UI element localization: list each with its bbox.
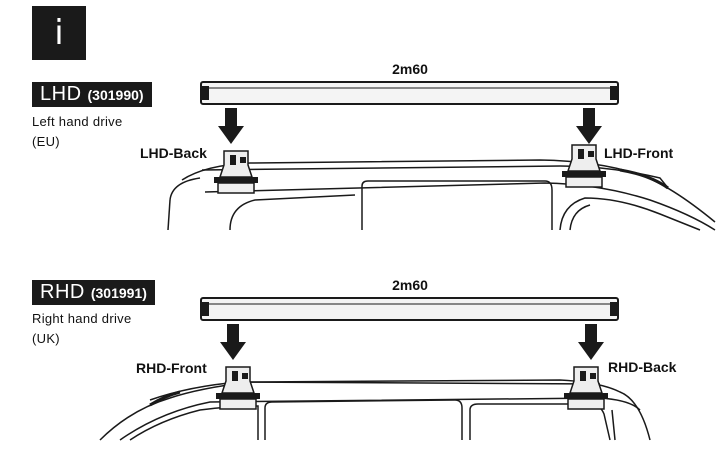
rhd-back-arrow-icon bbox=[578, 324, 604, 360]
lhd-front-arrow-icon bbox=[576, 108, 602, 144]
lhd-back-arrow-icon bbox=[218, 108, 244, 144]
lhd-roof-bar bbox=[200, 81, 619, 105]
rhd-tag: RHD (301991) bbox=[32, 280, 155, 305]
rhd-description: Right hand drive (UK) bbox=[32, 309, 131, 349]
rhd-part-number: (301991) bbox=[90, 284, 147, 301]
lhd-description: Left hand drive (EU) bbox=[32, 112, 123, 152]
rhd-back-foot bbox=[563, 366, 609, 410]
lhd-tag: LHD (301990) bbox=[32, 82, 152, 107]
rhd-front-label: RHD-Front bbox=[136, 360, 207, 376]
lhd-code: LHD bbox=[40, 83, 82, 105]
lhd-front-label: LHD-Front bbox=[604, 145, 674, 161]
rhd-bar-length: 2m60 bbox=[392, 277, 428, 293]
rhd-description-line2: (UK) bbox=[32, 331, 60, 346]
rhd-roof-bar bbox=[200, 297, 619, 321]
lhd-description-line1: Left hand drive bbox=[32, 114, 123, 129]
rhd-van-outline bbox=[99, 379, 651, 441]
rhd-front-arrow-icon bbox=[220, 324, 246, 360]
rhd-back-label: RHD-Back bbox=[608, 359, 677, 375]
info-icon: i bbox=[32, 6, 86, 60]
lhd-description-line2: (EU) bbox=[32, 134, 60, 149]
rhd-code: RHD bbox=[40, 281, 85, 303]
lhd-back-foot bbox=[213, 150, 259, 194]
lhd-part-number: (301990) bbox=[87, 86, 144, 103]
lhd-bar-length: 2m60 bbox=[392, 61, 428, 77]
rhd-front-foot bbox=[215, 366, 261, 410]
rhd-description-line1: Right hand drive bbox=[32, 311, 132, 326]
lhd-back-label: LHD-Back bbox=[140, 145, 207, 161]
